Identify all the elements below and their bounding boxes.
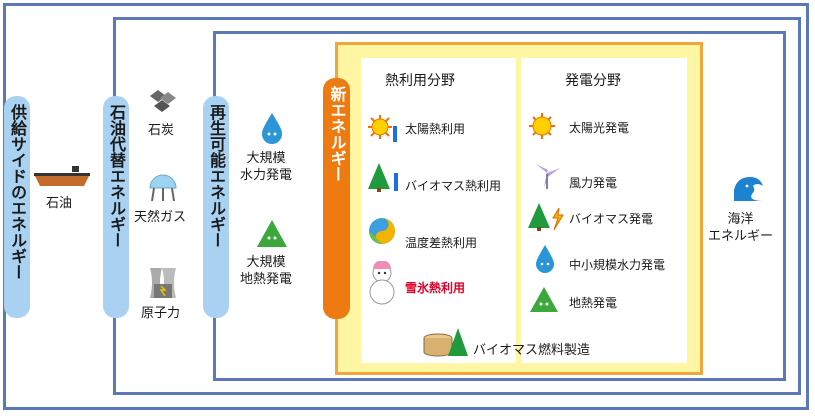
nuclear-label: 原子力 bbox=[141, 306, 181, 321]
supply-side-text: 供給サイドのエネルギー bbox=[8, 104, 27, 280]
heat-use-panel bbox=[361, 58, 516, 363]
renewable-energy-label: 再生可能エネルギー bbox=[203, 96, 229, 318]
biomass-fuel-icon bbox=[423, 328, 468, 357]
ocean-energy-label: 海洋 エネルギー bbox=[708, 212, 774, 244]
small-hydro-drop-icon bbox=[536, 245, 554, 273]
biomass-fuel-production-label: バイオマス燃料製造 bbox=[473, 343, 591, 358]
temperature-difference-icon bbox=[369, 218, 395, 244]
natural-gas-tank-icon bbox=[149, 174, 177, 202]
natural-gas-label: 天然ガス bbox=[134, 210, 187, 225]
solar-pv-icon bbox=[529, 113, 555, 139]
power-section-title: 発電分野 bbox=[565, 73, 621, 89]
new-energy-text: 新エネルギー bbox=[327, 86, 347, 182]
large-hydro-label: 大規模 水力発電 bbox=[240, 151, 293, 183]
renewable-energy-text: 再生可能エネルギー bbox=[207, 104, 226, 248]
solar-thermal-icon bbox=[368, 115, 397, 142]
power-item-solar: 太陽光発電 bbox=[569, 121, 630, 135]
coal-icon bbox=[150, 90, 176, 112]
coal-label: 石炭 bbox=[148, 123, 175, 138]
power-item-small-hydro: 中小規模水力発電 bbox=[569, 258, 666, 272]
heat-item-biomass: バイオマス熱利用 bbox=[405, 179, 502, 193]
supply-side-label: 供給サイドのエネルギー bbox=[4, 96, 30, 318]
geothermal-power-icon bbox=[530, 287, 558, 312]
ocean-wave-icon bbox=[734, 177, 764, 201]
power-item-geothermal: 地熱発電 bbox=[569, 296, 618, 310]
new-energy-label: 新エネルギー bbox=[323, 78, 350, 319]
biomass-heat-icon bbox=[368, 163, 398, 192]
heat-section-title: 熱利用分野 bbox=[385, 73, 455, 89]
power-item-biomass: バイオマス発電 bbox=[569, 212, 654, 226]
large-geothermal-label: 大規模 地熱発電 bbox=[240, 255, 293, 287]
power-item-wind: 風力発電 bbox=[569, 176, 618, 190]
oil-label: 石油 bbox=[46, 196, 73, 211]
nuclear-plant-icon bbox=[150, 268, 176, 298]
hydro-drop-icon bbox=[262, 113, 282, 144]
alternative-energy-label: 石油代替エネルギー bbox=[103, 96, 129, 318]
oil-tanker-icon bbox=[34, 166, 90, 186]
alternative-energy-text: 石油代替エネルギー bbox=[107, 104, 126, 248]
wind-turbine-icon bbox=[536, 164, 560, 189]
geothermal-mountain-icon bbox=[257, 220, 287, 247]
power-generation-panel bbox=[521, 58, 687, 363]
heat-item-solar: 太陽熱利用 bbox=[405, 122, 466, 136]
heat-item-snow-ice: 雪氷熱利用 bbox=[405, 281, 466, 295]
biomass-power-icon bbox=[528, 203, 564, 231]
heat-item-temperature-difference: 温度差熱利用 bbox=[405, 236, 478, 250]
snowman-icon bbox=[369, 261, 395, 305]
